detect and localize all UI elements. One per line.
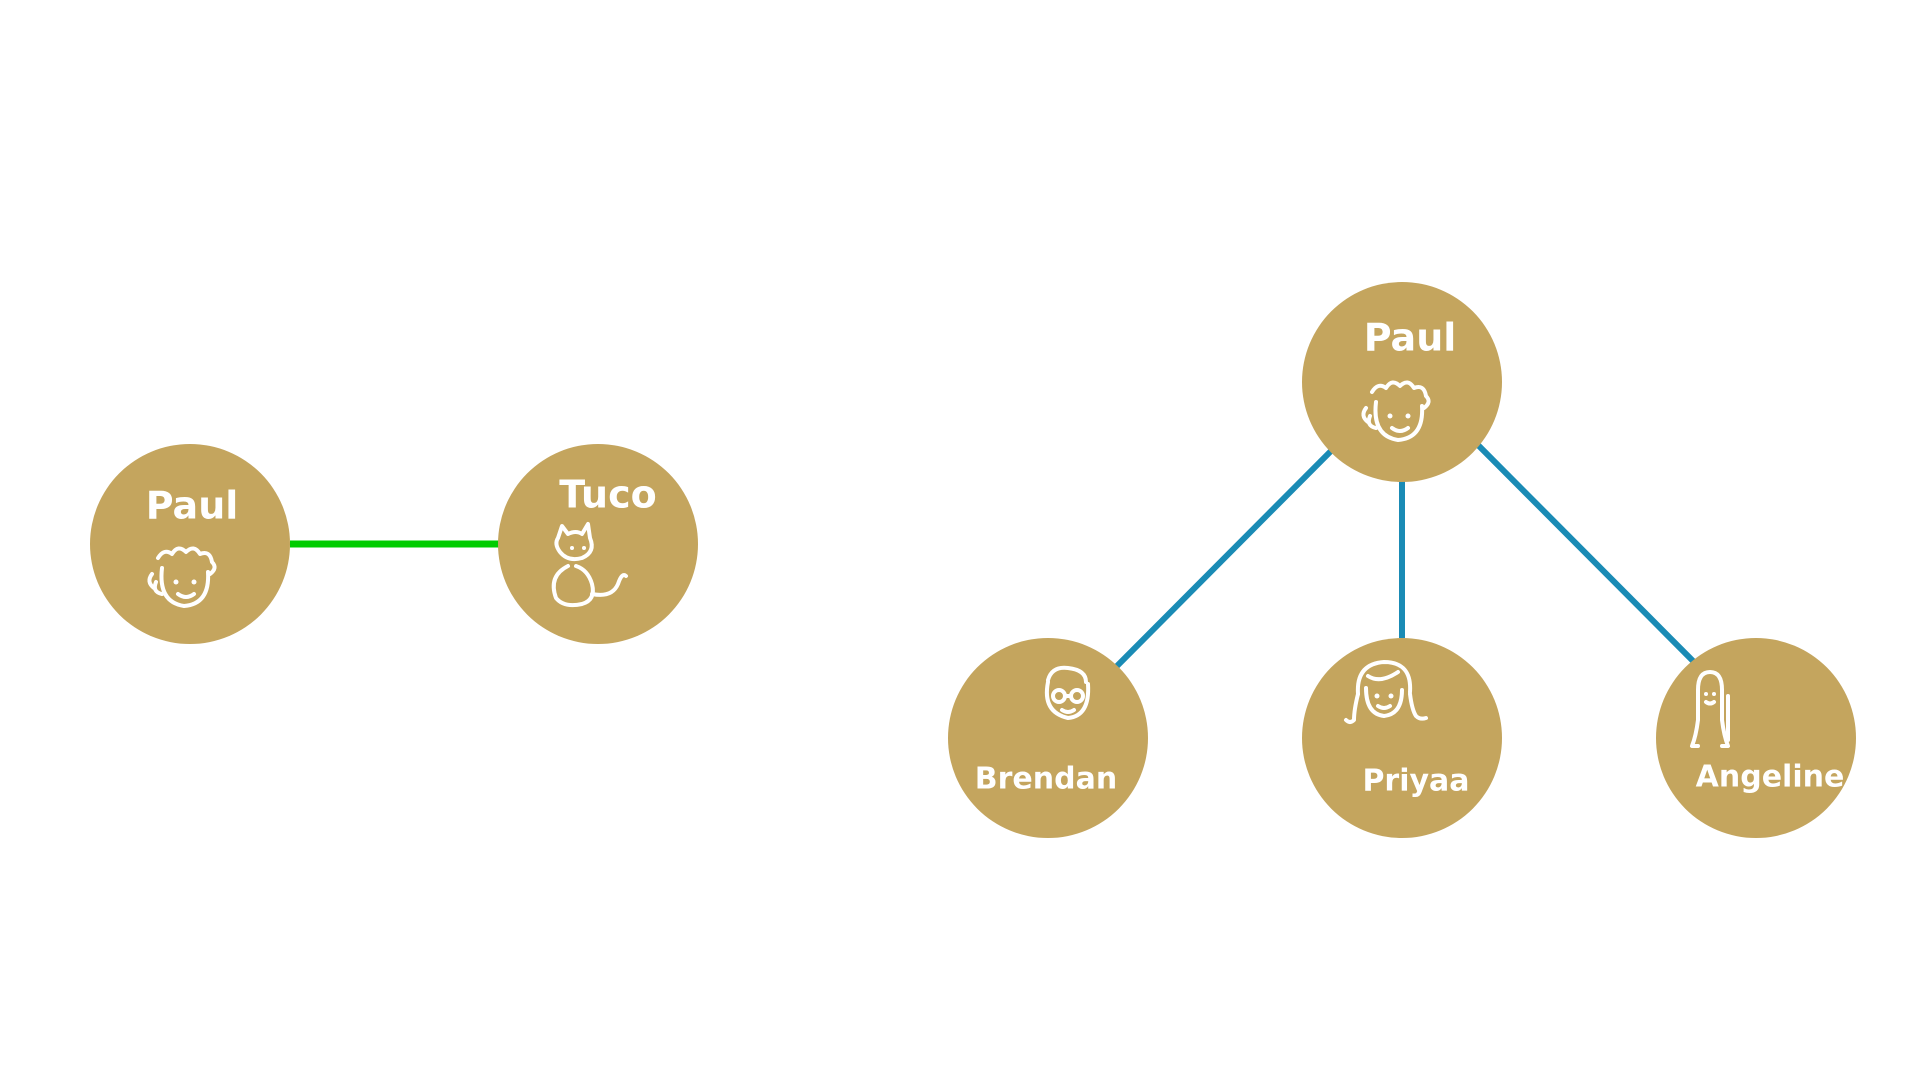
node-priyaa[interactable]: Priyaa xyxy=(1302,638,1502,838)
node-angeline[interactable]: Angeline xyxy=(1656,638,1856,838)
node-label: Paul xyxy=(1364,316,1457,360)
node-paul-right[interactable]: Paul xyxy=(1302,282,1502,482)
girl-face-icon xyxy=(1344,660,1428,724)
cat-icon xyxy=(551,522,628,608)
boy-face-curly-hair-icon xyxy=(147,546,217,608)
node-circle xyxy=(1656,638,1856,838)
boy-face-curly-hair-icon xyxy=(1361,380,1431,442)
node-label: Angeline xyxy=(1696,760,1845,795)
node-label: Priyaa xyxy=(1362,764,1469,799)
edges xyxy=(290,442,1698,671)
edge-paul-brendan xyxy=(1112,447,1335,671)
node-circle xyxy=(1302,638,1502,838)
node-brendan[interactable]: Brendan xyxy=(948,638,1148,838)
node-tuco[interactable]: Tuco xyxy=(498,444,698,644)
node-circle xyxy=(90,444,290,644)
face-glasses-icon xyxy=(1045,665,1091,720)
node-label: Brendan xyxy=(975,762,1117,797)
node-circle xyxy=(948,638,1148,838)
woman-figure-icon xyxy=(1690,670,1730,748)
edge-paul-angeline xyxy=(1475,442,1698,666)
node-label: Paul xyxy=(146,484,239,528)
node-circle xyxy=(498,444,698,644)
node-paul-left[interactable]: Paul xyxy=(90,444,290,644)
node-label: Tuco xyxy=(559,473,656,517)
